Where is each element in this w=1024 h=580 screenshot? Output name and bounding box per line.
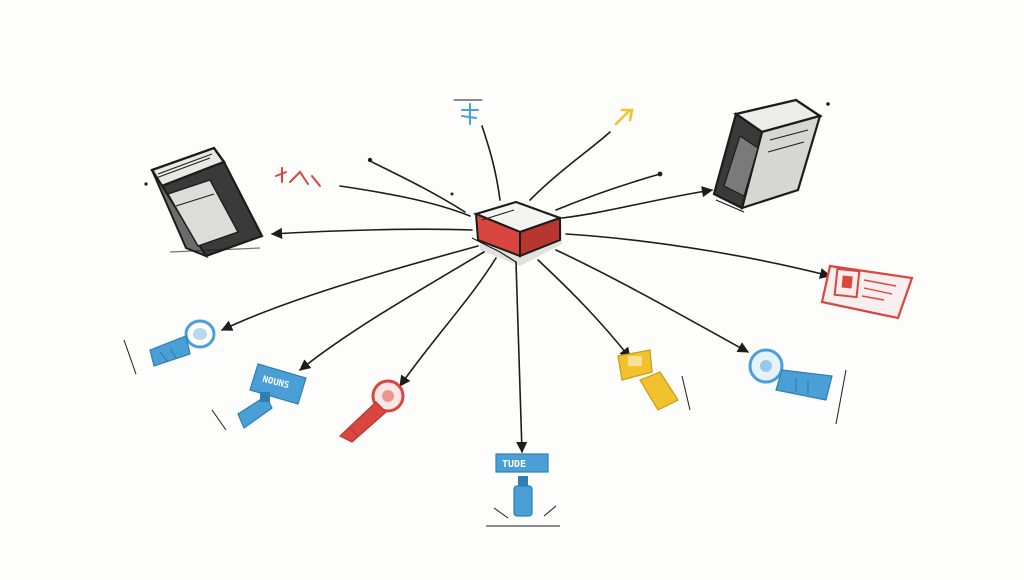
card-icon: [820, 264, 914, 320]
server-icon: [150, 146, 264, 259]
connector-to-red-card: [565, 233, 832, 279]
signal-dots: [144, 102, 830, 196]
signal-dot: [144, 182, 148, 186]
tag-icon: TUDE: [486, 453, 560, 527]
connector-to-right-key: [555, 249, 749, 353]
server-icon: [712, 98, 823, 213]
tag-bottom-label: TUDE: [502, 459, 526, 470]
tag-icon: NOUNS: [211, 363, 307, 431]
connector-to-right-server: [561, 186, 714, 219]
connector-to-yellow-key: [537, 259, 631, 359]
key-icon: [748, 348, 847, 425]
connectors: [220, 125, 832, 454]
signal-dot: [367, 157, 373, 163]
signal-line-1: [371, 161, 466, 213]
signal-line-2: [339, 185, 471, 217]
connector-to-left-server: [270, 227, 473, 239]
signal-line-5: [555, 173, 661, 211]
connector-to-bottom-tag: [515, 261, 528, 454]
key-icon: [617, 349, 691, 411]
connector-to-left-key: [220, 245, 479, 331]
hub-box-icon: [471, 200, 564, 266]
key-icon: [338, 379, 405, 443]
signal-dot: [450, 192, 454, 196]
connector-to-left-tag: [299, 251, 485, 371]
arrow-icon: [275, 99, 634, 187]
signal-dot: [826, 102, 830, 106]
key-icon: [123, 319, 216, 375]
signal-line-3: [481, 125, 501, 201]
signal-line-4: [529, 131, 611, 201]
signal-dot: [657, 171, 663, 177]
connector-to-red-key: [399, 257, 497, 387]
